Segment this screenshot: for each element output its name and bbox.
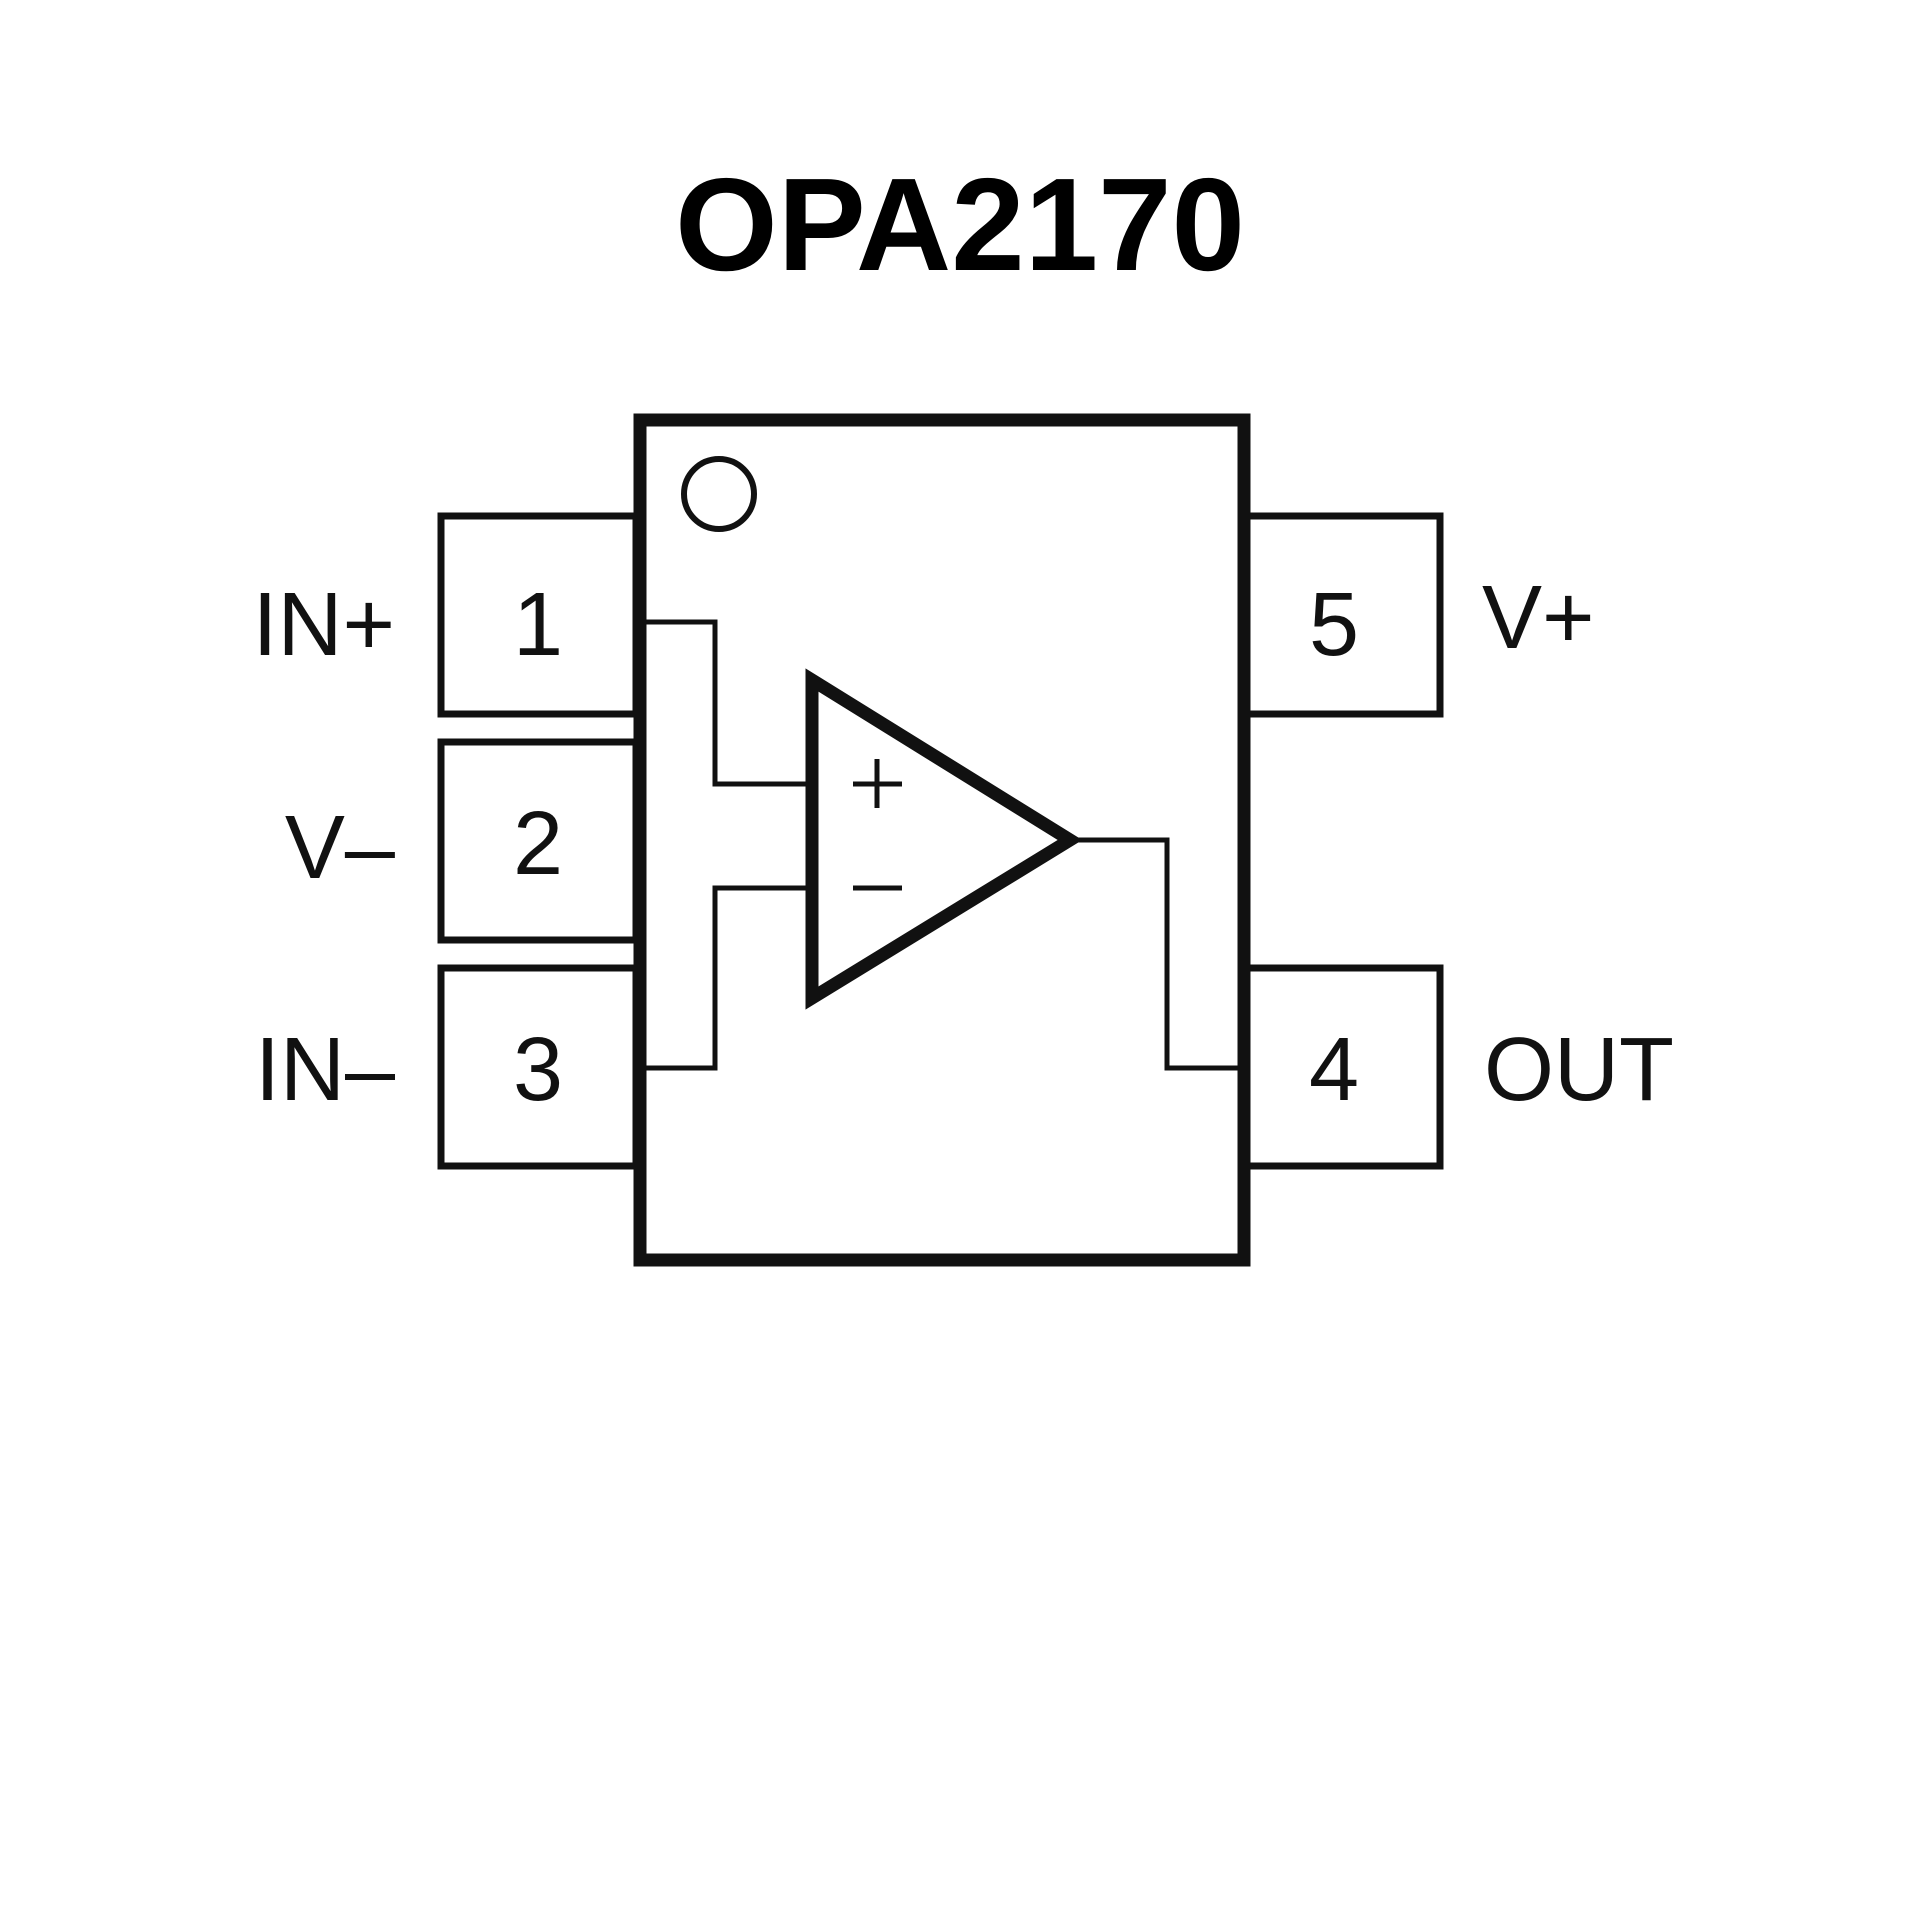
pin-label-v-plus: V+ [1482, 568, 1595, 668]
pin-box-5 [1241, 512, 1444, 718]
wire-in-plus [646, 619, 812, 787]
pin-number-1: 1 [513, 575, 563, 675]
wire-output [1075, 837, 1238, 1071]
pin-box-2 [437, 738, 640, 944]
pin-box-3 [437, 964, 640, 1170]
pin-label-out: OUT [1484, 1020, 1674, 1120]
pin-label-in-minus: IN– [255, 1020, 396, 1120]
pin-box-1 [437, 512, 640, 718]
pin-number-5: 5 [1309, 575, 1359, 675]
part-number-title: OPA2170 [675, 151, 1245, 298]
pin-label-v-minus: V– [285, 798, 396, 898]
pin-number-2: 2 [513, 794, 563, 894]
pin-label-in-plus: IN+ [252, 575, 395, 675]
pin1-indicator-icon [681, 456, 757, 532]
pin-number-3: 3 [513, 1020, 563, 1120]
pin-box-4 [1241, 964, 1444, 1170]
plus-sign-icon [853, 759, 902, 808]
wire-in-minus [646, 885, 812, 1071]
pin-number-4: 4 [1309, 1020, 1359, 1120]
